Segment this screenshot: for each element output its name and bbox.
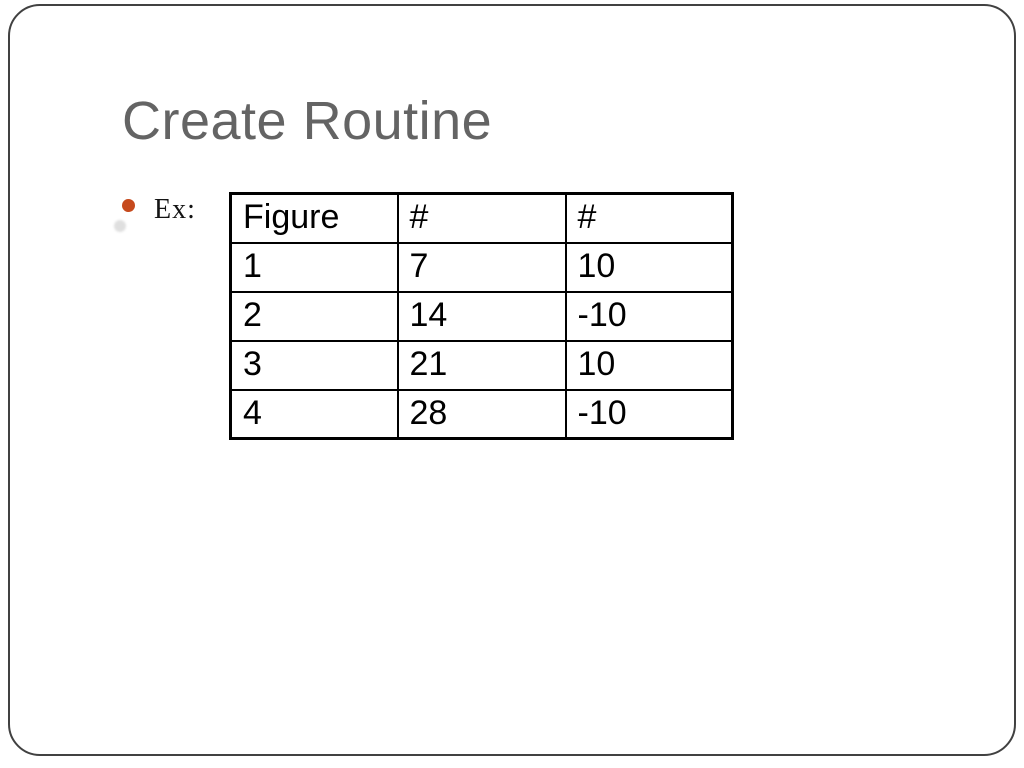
table-cell: 14 [396, 290, 567, 342]
table-cell: 7 [396, 241, 567, 293]
table-cell: 4 [229, 388, 399, 440]
bullet-icon [122, 199, 135, 212]
table-cell: 21 [396, 339, 567, 391]
table-header-row: Figure # # [229, 192, 734, 244]
table-header-cell: # [564, 192, 734, 244]
table-row: 4 28 -10 [229, 388, 734, 440]
table-header-cell: Figure [229, 192, 399, 244]
slide-title: Create Routine [122, 91, 493, 151]
table-cell: 10 [564, 339, 734, 391]
bullet-label: Ex: [154, 194, 196, 225]
bullet-shadow-icon [114, 220, 126, 232]
table-cell: 28 [396, 388, 567, 440]
slide: Create Routine Ex: Figure # # 1 7 10 [8, 4, 1016, 756]
table-row: 1 7 10 [229, 241, 734, 293]
figure-table: Figure # # 1 7 10 2 14 -10 3 21 [229, 192, 734, 440]
table-row: 3 21 10 [229, 339, 734, 391]
table-cell: 2 [229, 290, 399, 342]
table-cell: 10 [564, 241, 734, 293]
table-cell: -10 [564, 388, 734, 440]
table-cell: -10 [564, 290, 734, 342]
table-header-cell: # [396, 192, 567, 244]
table-cell: 1 [229, 241, 399, 293]
table-cell: 3 [229, 339, 399, 391]
table-row: 2 14 -10 [229, 290, 734, 342]
